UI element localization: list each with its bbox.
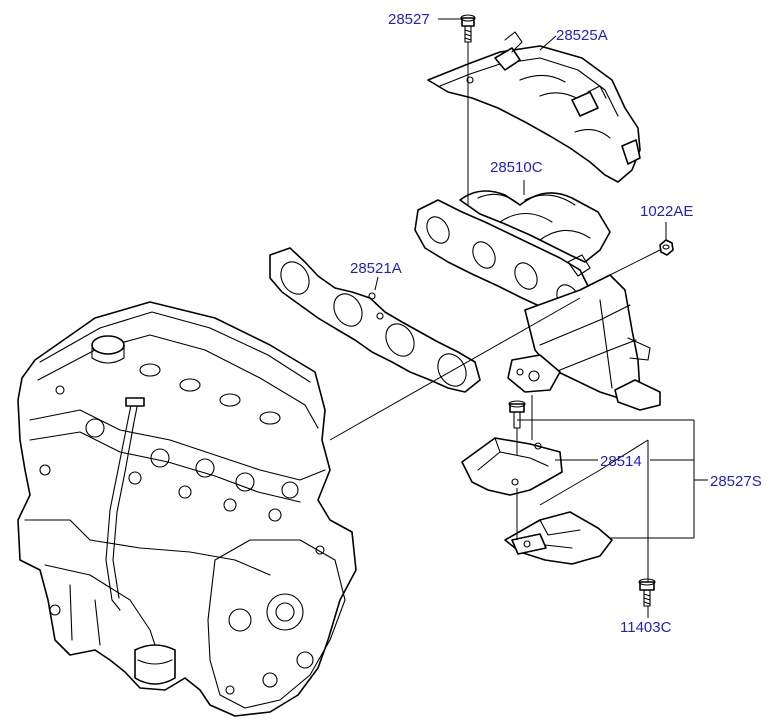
bolt-stay-top xyxy=(508,400,526,429)
stay-28514 xyxy=(461,437,613,565)
part-labels: 28527 28525A 28510C 1022AE 28521A 28514 … xyxy=(350,11,762,636)
nut-1022ae xyxy=(659,239,674,256)
label-1022ae[interactable]: 1022AE xyxy=(640,203,693,220)
label-28525a[interactable]: 28525A xyxy=(556,27,608,44)
heat-protector-28525a xyxy=(427,31,641,183)
leader-lines xyxy=(329,18,708,618)
engine-block xyxy=(17,301,357,717)
label-28514[interactable]: 28514 xyxy=(600,453,642,470)
label-28527s[interactable]: 28527S xyxy=(710,473,762,490)
label-28527[interactable]: 28527 xyxy=(388,11,430,28)
label-11403c[interactable]: 11403C xyxy=(620,619,672,636)
label-28510c[interactable]: 28510C xyxy=(490,159,543,176)
bolt-11403c xyxy=(638,578,656,607)
gasket-28521a xyxy=(269,247,481,393)
label-28521a[interactable]: 28521A xyxy=(350,260,402,277)
exhaust-manifold-28510c xyxy=(414,190,661,411)
bolt-28527 xyxy=(460,14,476,43)
